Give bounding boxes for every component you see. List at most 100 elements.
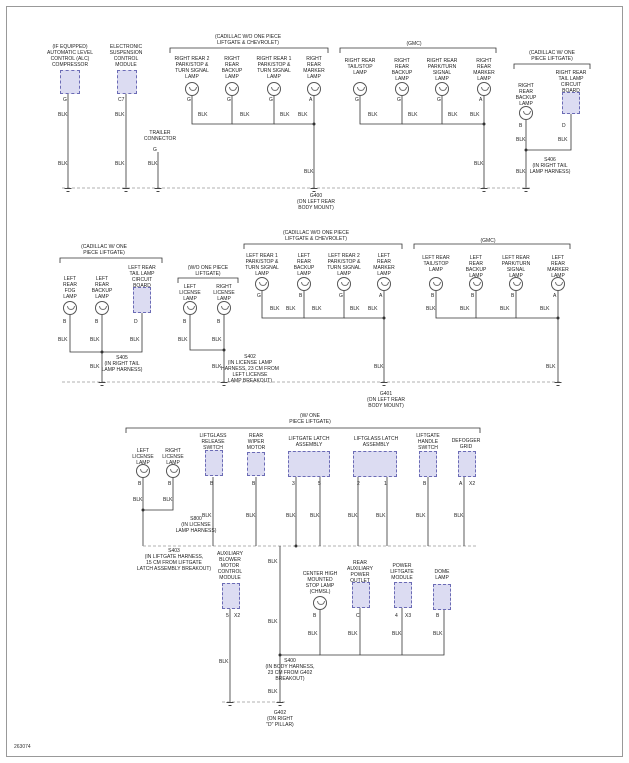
- group-bracket: [339, 47, 497, 53]
- splice-dot-icon: [382, 316, 386, 320]
- wire-color-label: BLK: [115, 161, 125, 167]
- l-license-1-label: LEFT LICENSE LAMP: [179, 284, 201, 302]
- wire: [189, 315, 225, 351]
- wire-color-label: BLK: [163, 497, 173, 503]
- lr2_park-pin: G: [339, 293, 343, 299]
- l_marker_1-pin: A: [379, 293, 383, 299]
- r_marker_2-lamp: [477, 82, 491, 96]
- diagram-frame: [6, 6, 623, 757]
- l_marker_2-lamp: [551, 277, 565, 291]
- wire: [435, 291, 477, 319]
- wire: [525, 114, 572, 151]
- wire-color-label: BLK: [376, 513, 386, 519]
- ground-icon: [380, 382, 388, 387]
- rr1_park-label: RIGHT REAR 1 PARK/STOP & TURN SIGNAL LAM…: [256, 56, 292, 80]
- wire-color-label: BLK: [374, 364, 384, 370]
- l-license-1-pin: B: [183, 319, 187, 325]
- wire-color-label: BLK: [58, 161, 68, 167]
- alc-compressor-label: (IF EQUIPPED) AUTOMATIC LEVEL CONTROL (A…: [47, 44, 93, 68]
- wiper-motor-pin: B: [252, 481, 256, 487]
- wire-color-label: BLK: [90, 337, 100, 343]
- wire-color-label: BLK: [268, 619, 278, 625]
- l-license-2-lamp: [136, 464, 150, 478]
- splice-dot-icon: [312, 122, 316, 126]
- alc-pin: G: [63, 97, 67, 103]
- wire-color-label: BLK: [516, 169, 526, 175]
- aux-blower-pin: 5: [226, 613, 229, 619]
- r-license-2-pin: B: [168, 481, 172, 487]
- wiper-motor-module: [247, 452, 265, 476]
- alc-compressor-module: [60, 70, 80, 94]
- r_backup_2-lamp: [395, 82, 409, 96]
- liftgate-latch-label: LIFTGATE LATCH ASSEMBLY: [288, 436, 330, 448]
- defogger-grid: [458, 451, 476, 477]
- group-bracket: [243, 243, 403, 249]
- splice-dot-icon: [278, 653, 282, 657]
- r_tailstop-lamp: [353, 82, 367, 96]
- wire-color-label: BLK: [130, 337, 140, 343]
- wire-color-label: BLK: [540, 306, 550, 312]
- trailer-pin: G: [153, 147, 157, 153]
- liftglass-latch-module: [353, 451, 397, 477]
- wire-color-label: BLK: [470, 112, 480, 118]
- group-label: (GMC): [406, 41, 422, 47]
- group-label: (GMC): [480, 238, 496, 244]
- splice-dot-icon: [556, 316, 560, 320]
- power-liftgate-pin: X3: [405, 613, 412, 619]
- splice-s405-label: S405 (IN RIGHT TAIL LAMP HARNESS): [101, 355, 143, 373]
- wire-color-label: BLK: [460, 306, 470, 312]
- wire-color-label: BLK: [448, 112, 458, 118]
- splice-s403-label: S403 (IN LIFTGATE HARNESS, 15 CM FROM LI…: [136, 548, 212, 572]
- l-fog-pin: B: [63, 319, 67, 325]
- dome-label: DOME LAMP: [434, 569, 450, 581]
- rr2_park-lamp: [185, 82, 199, 96]
- liftglass-latch-label: LIFTGLASS LATCH ASSEMBLY: [353, 436, 399, 448]
- liftglass-switch-label: LIFTGLASS RELEASE SWITCH: [199, 433, 227, 451]
- l_backup_3-pin: B: [471, 293, 475, 299]
- group-label: (CADILLAC W/O ONE PIECE LIFTGATE & CHEVR…: [214, 34, 282, 46]
- ground-icon: [226, 702, 234, 707]
- wire-color-label: BLK: [246, 513, 256, 519]
- l_backup_2-label: LEFT REAR BACKUP LAMP: [293, 253, 315, 277]
- l-backup-1-label: LEFT REAR BACKUP LAMP: [91, 276, 113, 300]
- r-backup-3-pin: B: [519, 123, 523, 129]
- l_tailstop-lamp: [429, 277, 443, 291]
- wire-color-label: BLK: [58, 337, 68, 343]
- aux-blower-pin: X2: [234, 613, 241, 619]
- r_backup_1-lamp: [225, 82, 239, 96]
- l_park_turn-pin: B: [511, 293, 515, 299]
- wire: [476, 291, 517, 319]
- liftglass-latch-pin: 1: [384, 481, 387, 487]
- wire-color-label: BLK: [516, 137, 526, 143]
- wire-color-label: BLK: [58, 112, 68, 118]
- ground-icon: [98, 382, 106, 387]
- liftgate-latch-pin: 5: [318, 481, 321, 487]
- liftgate-handle-pin: B: [423, 481, 427, 487]
- power-liftgate-module: [394, 582, 412, 608]
- l_marker_2-pin: A: [553, 293, 557, 299]
- wire-color-label: BLK: [546, 364, 556, 370]
- r_tailstop-pin: G: [355, 97, 359, 103]
- splice-dot-icon: [482, 122, 486, 126]
- r_backup_2-pin: G: [397, 97, 401, 103]
- group-bracket: [59, 257, 163, 263]
- r_marker_2-label: RIGHT REAR MARKER LAMP: [473, 58, 495, 82]
- liftgate-latch-module: [288, 451, 330, 477]
- group-bracket: [513, 63, 591, 69]
- lr2_park-lamp: [337, 277, 351, 291]
- l_marker_1-label: LEFT REAR MARKER LAMP: [373, 253, 395, 277]
- l-backup-1-pin: B: [95, 319, 99, 325]
- l_backup_2-pin: B: [299, 293, 303, 299]
- r-license-1-lamp: [217, 301, 231, 315]
- ground-icon: [554, 382, 562, 387]
- wire-color-label: BLK: [298, 112, 308, 118]
- wire-color-label: BLK: [304, 169, 314, 175]
- wire-color-label: BLK: [133, 497, 143, 503]
- wire: [402, 96, 443, 125]
- liftgate-latch-pin: 3: [292, 481, 295, 487]
- l_park_turn-label: LEFT REAR PARK/TURN SIGNAL LAMP: [501, 255, 531, 279]
- wire: [359, 96, 403, 125]
- wire-color-label: BLK: [286, 306, 296, 312]
